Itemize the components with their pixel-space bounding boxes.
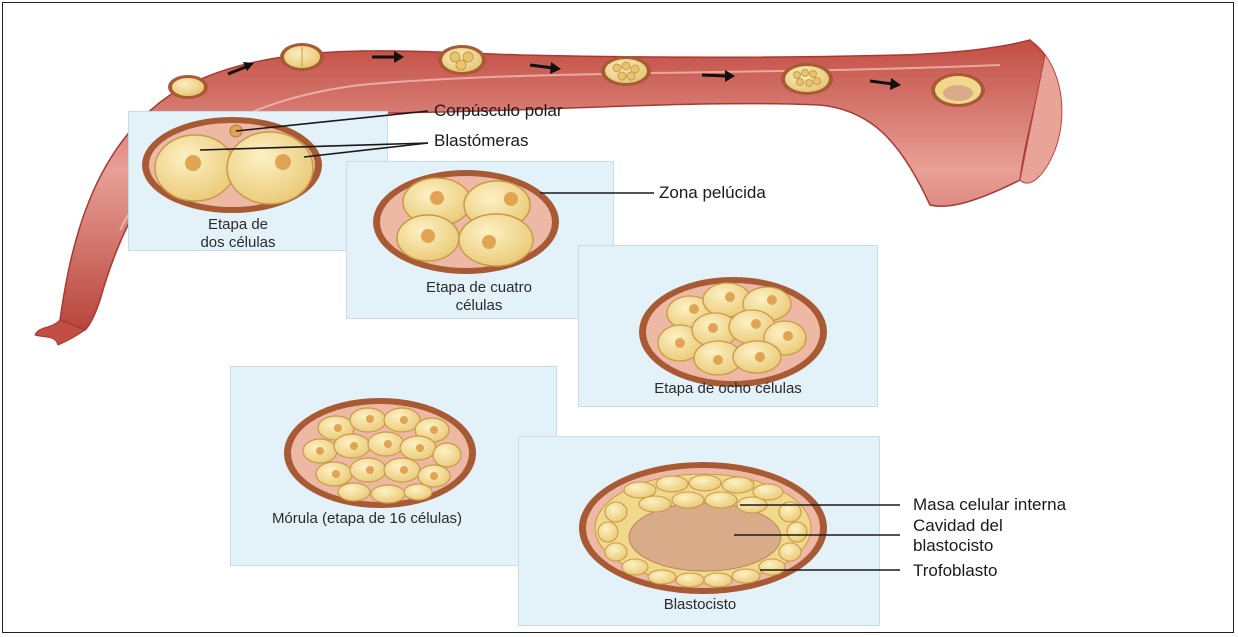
caption-two-cell: Etapa de dos células xyxy=(200,216,276,252)
label-blastocyst-cavity: Cavidad del blastocisto xyxy=(913,516,1073,556)
four-cell-embryo xyxy=(373,170,559,274)
label-zona-pellucida: Zona pelúcida xyxy=(659,183,766,203)
caption-blastocyst: Blastocisto xyxy=(610,596,790,614)
blastocyst-embryo xyxy=(579,462,827,594)
caption-morula: Mórula (etapa de 16 células) xyxy=(262,510,472,528)
caption-eight-cell: Etapa de ocho células xyxy=(580,380,876,398)
label-blastomeres: Blastómeras xyxy=(434,131,528,151)
label-inner-cell-mass: Masa celular interna xyxy=(913,495,1066,515)
label-trophoblast: Trofoblasto xyxy=(913,561,997,581)
eight-cell-embryo xyxy=(639,277,827,387)
morula-embryo xyxy=(284,398,476,508)
two-cell-embryo xyxy=(142,117,322,213)
caption-four-cell: Etapa de cuatro células xyxy=(405,279,553,315)
label-polar-body: Corpúsculo polar xyxy=(434,101,563,121)
